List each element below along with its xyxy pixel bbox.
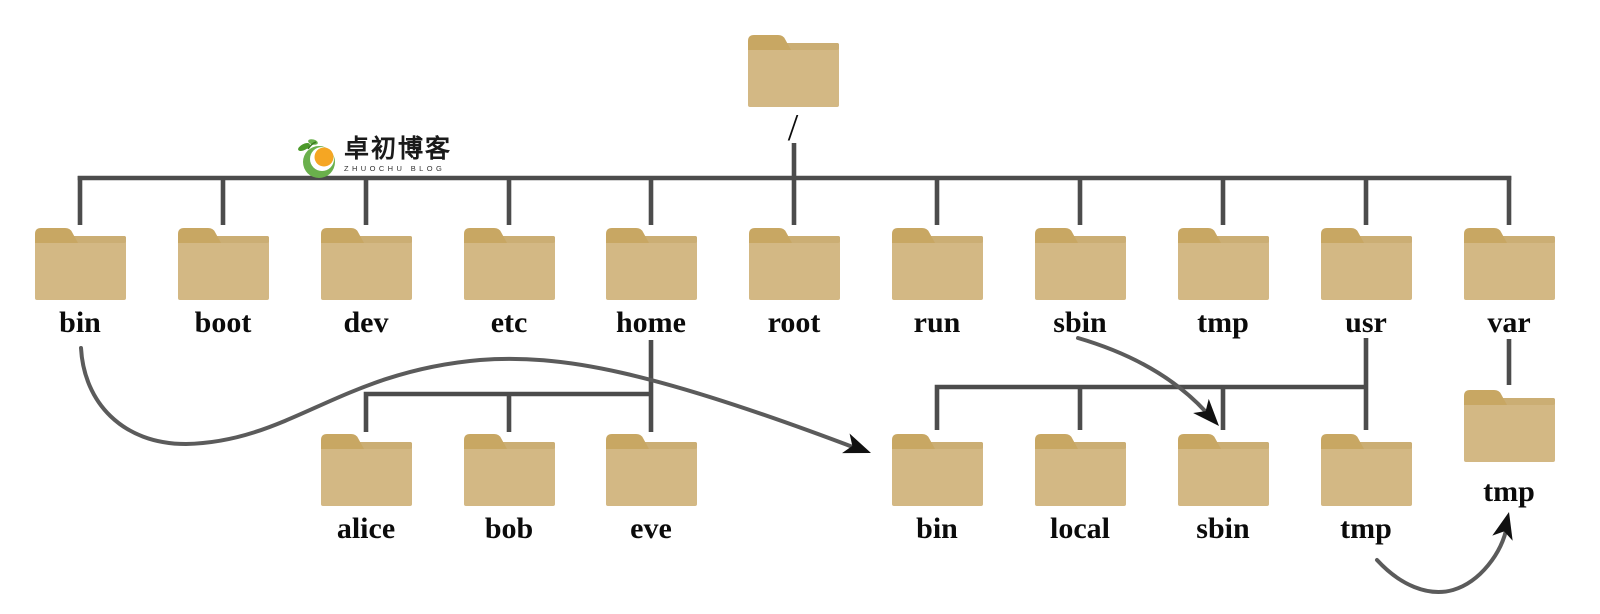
folder-icon <box>1176 224 1270 300</box>
folder-node-usr: usr <box>1319 224 1413 338</box>
folder-icon <box>462 224 556 300</box>
folder-node-home-eve: eve <box>604 430 698 544</box>
folder-label-eve: eve <box>630 512 672 545</box>
folder-label-usr: usr <box>1345 306 1387 339</box>
folder-node-usr-sbin: sbin <box>1176 430 1270 544</box>
usr-subtree-lines <box>934 338 1369 430</box>
folder-icon <box>1033 430 1127 506</box>
watermark: 卓初博客 ZHUOCHU BLOG <box>296 135 452 181</box>
level1-stub-lines <box>77 176 1512 225</box>
folder-label-run: run <box>913 306 961 339</box>
folder-node-root-slash: / <box>746 31 840 147</box>
folder-label-bob: bob <box>484 512 534 545</box>
folder-label-tmp: tmp <box>1197 306 1249 339</box>
folder-icon <box>604 430 698 506</box>
folder-node-usr-tmp: tmp <box>1319 430 1413 544</box>
folder-icon <box>1462 224 1556 300</box>
folder-icon <box>890 430 984 506</box>
arrow-sbin-to-usr-sbin <box>1076 336 1219 426</box>
folder-icon <box>604 224 698 300</box>
folder-label-usr-tmp: tmp <box>1340 512 1392 545</box>
folder-node-boot: boot <box>176 224 270 338</box>
folder-label-boot: boot <box>194 306 252 339</box>
folder-icon <box>1033 224 1127 300</box>
folder-icon <box>890 224 984 300</box>
folder-label-etc: etc <box>490 306 528 339</box>
watermark-logo-icon <box>298 139 335 178</box>
folder-label-root: root <box>767 306 821 339</box>
folder-icon <box>462 430 556 506</box>
folder-label-usr-sbin: sbin <box>1196 512 1250 545</box>
folder-icon <box>1319 224 1413 300</box>
folder-node-home: home <box>604 224 698 338</box>
folder-node-sbin: sbin <box>1033 224 1127 338</box>
watermark-subtitle: ZHUOCHU BLOG <box>344 163 446 173</box>
folder-icon <box>746 31 840 107</box>
home-subtree-lines <box>363 340 654 432</box>
arrowhead-icon <box>1193 398 1219 426</box>
folder-label-root-slash: / <box>787 107 799 149</box>
folder-label-alice: alice <box>336 512 396 545</box>
folder-label-usr-local: local <box>1050 512 1110 545</box>
folder-node-run: run <box>890 224 984 338</box>
folder-node-tmp: tmp <box>1176 224 1270 338</box>
arrowhead-icon <box>842 433 871 454</box>
folder-label-sbin: sbin <box>1053 306 1107 339</box>
folder-icon <box>319 430 413 506</box>
folder-node-bin: bin <box>33 224 127 338</box>
folder-label-usr-bin: bin <box>916 512 958 545</box>
folder-node-dev: dev <box>319 224 413 338</box>
folder-icon <box>33 224 127 300</box>
folder-label-var-tmp: tmp <box>1483 475 1535 508</box>
folder-node-var: var <box>1462 224 1556 338</box>
folder-icon <box>319 224 413 300</box>
folder-node-usr-local: local <box>1033 430 1127 544</box>
arrowhead-icon <box>1492 512 1513 541</box>
folder-node-var-tmp: tmp <box>1462 386 1556 507</box>
arrow-curve <box>1076 336 1208 414</box>
folder-label-home: home <box>616 306 686 339</box>
folder-node-usr-bin: bin <box>890 430 984 544</box>
folder-icon <box>176 224 270 300</box>
folder-node-home-alice: alice <box>319 430 413 544</box>
folder-label-bin: bin <box>59 306 101 339</box>
folder-node-home-bob: bob <box>462 430 556 544</box>
folder-node-root: root <box>747 224 841 338</box>
watermark-title: 卓初博客 <box>344 134 453 163</box>
folder-icon <box>747 224 841 300</box>
folder-node-etc: etc <box>462 224 556 338</box>
folder-label-var: var <box>1487 306 1531 339</box>
folder-icon <box>1319 430 1413 506</box>
folder-label-dev: dev <box>343 306 389 339</box>
folder-icon <box>1462 386 1556 462</box>
folder-icon <box>1176 430 1270 506</box>
